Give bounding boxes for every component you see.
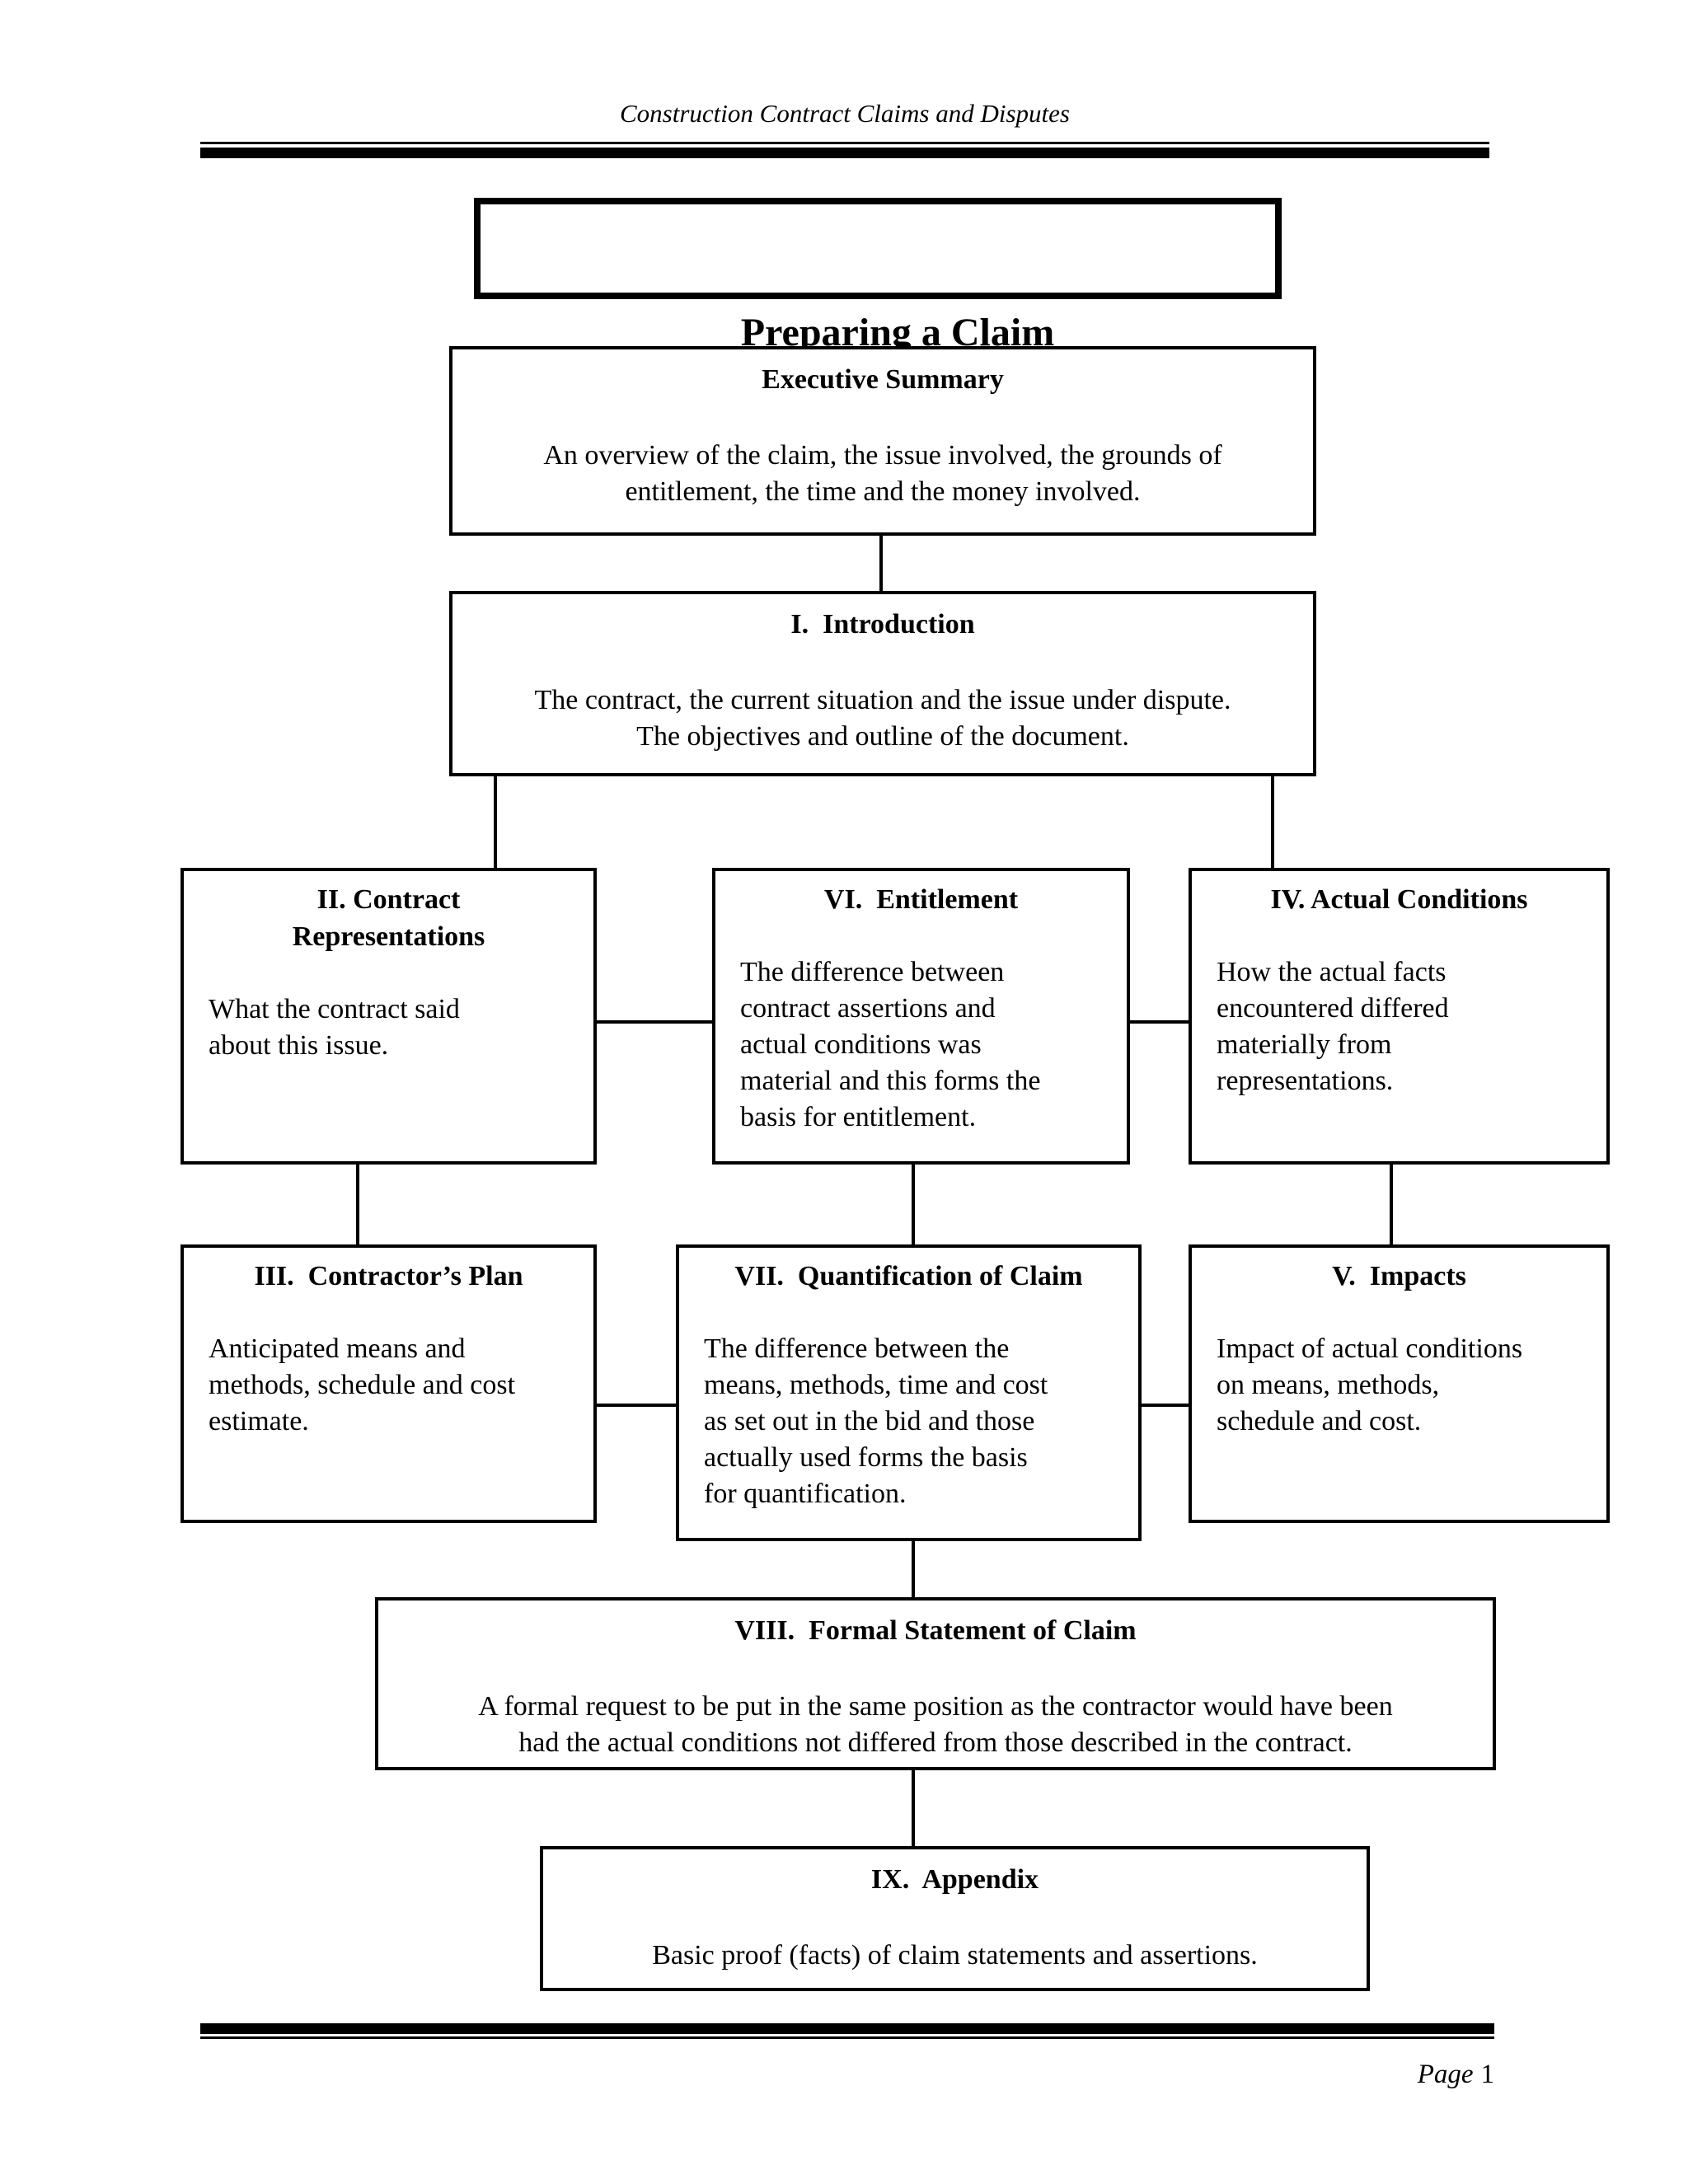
page-number-value: 1 bbox=[1480, 2060, 1495, 2089]
footer-rule-thick bbox=[200, 2023, 1494, 2034]
node-contract-representations: II. Contract Representations What the co… bbox=[181, 868, 597, 1165]
connector-actual-conditions-to-impacts bbox=[1390, 1165, 1393, 1244]
footer-rule-thin bbox=[200, 2036, 1494, 2039]
node-body: The difference between contract assertio… bbox=[740, 957, 1041, 1132]
node-body: Impact of actual conditions on means, me… bbox=[1217, 1333, 1523, 1436]
node-body: What the contract said about this issue. bbox=[209, 994, 460, 1061]
node-body: The contract, the current situation and … bbox=[534, 685, 1231, 752]
node-body: Anticipated means and methods, schedule … bbox=[209, 1333, 516, 1436]
connector-quantification-to-impacts bbox=[1142, 1404, 1189, 1407]
connector-quantification-to-formal-statement bbox=[912, 1541, 915, 1597]
node-impacts: V. Impacts Impact of actual conditions o… bbox=[1189, 1244, 1610, 1523]
page-number-label: Page bbox=[1417, 2060, 1474, 2089]
connector-formal-statement-to-appendix bbox=[912, 1770, 915, 1846]
connector-introduction-to-actual-conditions bbox=[1271, 776, 1274, 868]
node-formal-statement-of-claim: VIII. Formal Statement of Claim A formal… bbox=[375, 1597, 1496, 1770]
node-contractors-plan: III. Contractor’s Plan Anticipated means… bbox=[181, 1244, 597, 1523]
connector-contractors-plan-to-quantification bbox=[597, 1404, 676, 1407]
node-title: IV. Actual Conditions bbox=[1270, 884, 1528, 915]
node-title: I. Introduction bbox=[790, 609, 975, 640]
node-executive-summary: Executive Summary An overview of the cla… bbox=[449, 346, 1316, 536]
node-title: IX. Appendix bbox=[870, 1864, 1039, 1895]
diagram-title-box: Preparing a Claim bbox=[474, 198, 1282, 354]
node-title: VI. Entitlement bbox=[823, 884, 1019, 915]
header-rule-thin bbox=[200, 142, 1489, 144]
node-title: VIII. Formal Statement of Claim bbox=[734, 1615, 1137, 1646]
node-body: The difference between the means, method… bbox=[704, 1333, 1048, 1509]
node-title: Executive Summary bbox=[762, 364, 1004, 395]
node-title: VII. Quantification of Claim bbox=[734, 1261, 1083, 1291]
node-entitlement: VI. Entitlement The difference between c… bbox=[712, 868, 1130, 1165]
connector-entitlement-to-actual-conditions bbox=[1130, 1020, 1189, 1024]
node-body: How the actual facts encountered differe… bbox=[1217, 957, 1449, 1096]
connector-contract-representations-to-entitlement bbox=[597, 1020, 712, 1024]
node-appendix: IX. Appendix Basic proof (facts) of clai… bbox=[540, 1846, 1370, 1991]
node-quantification-of-claim: VII. Quantification of Claim The differe… bbox=[676, 1244, 1142, 1541]
running-head: Construction Contract Claims and Dispute… bbox=[620, 99, 1070, 128]
connector-contract-representations-to-contractors-plan bbox=[356, 1165, 359, 1244]
node-introduction: I. Introduction The contract, the curren… bbox=[449, 591, 1316, 776]
node-body: Basic proof (facts) of claim statements … bbox=[652, 1940, 1258, 1971]
connector-entitlement-to-quantification bbox=[912, 1165, 915, 1244]
node-body: A formal request to be put in the same p… bbox=[478, 1691, 1393, 1758]
node-title: III. Contractor’s Plan bbox=[254, 1261, 523, 1291]
connector-introduction-to-contract-representations bbox=[494, 776, 497, 868]
node-title: II. Contract Representations bbox=[292, 884, 485, 952]
connector-summary-to-introduction bbox=[879, 536, 883, 591]
header-rule-thick bbox=[200, 148, 1489, 158]
node-body: An overview of the claim, the issue invo… bbox=[543, 440, 1222, 507]
node-actual-conditions: IV. Actual Conditions How the actual fac… bbox=[1189, 868, 1610, 1165]
node-title: V. Impacts bbox=[1332, 1261, 1466, 1291]
